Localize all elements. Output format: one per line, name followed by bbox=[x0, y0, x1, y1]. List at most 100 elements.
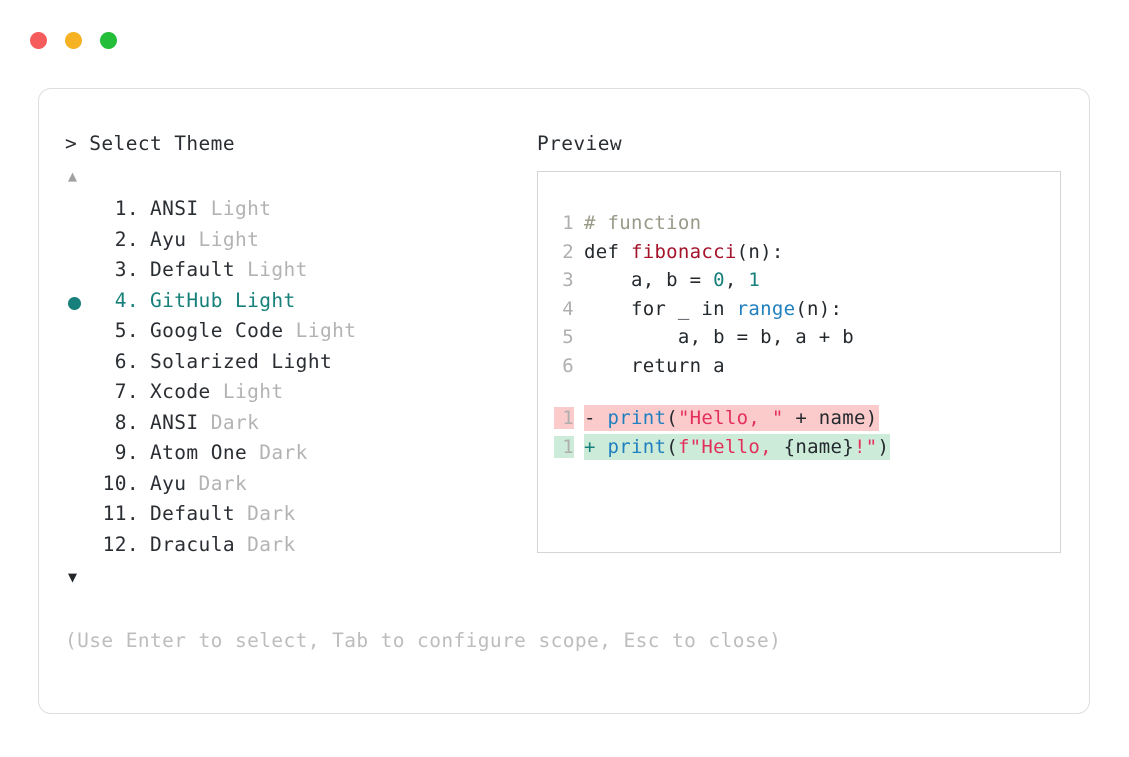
theme-picker-panel: > Select Theme ▲ 1. ANSI Light 2. Ayu Light… bbox=[38, 88, 1090, 714]
theme-item-variant: Light bbox=[210, 380, 284, 403]
theme-item-name: Dracula bbox=[150, 532, 235, 556]
code-token: fibonacci bbox=[630, 240, 737, 263]
code-line: 3 a, b = 0, 1 bbox=[554, 269, 1060, 298]
code-token: + name) bbox=[783, 407, 878, 429]
selection-bullet-cell bbox=[65, 380, 93, 411]
theme-item-variant: Dark bbox=[247, 441, 308, 464]
code-token: print bbox=[607, 407, 667, 429]
scroll-up-icon[interactable]: ▲ bbox=[68, 167, 78, 185]
theme-item-variant: Light bbox=[234, 258, 308, 281]
code-token: !" bbox=[854, 435, 878, 458]
code-line-text: for _ in range(n): bbox=[584, 298, 842, 320]
code-line: 4 for _ in range(n): bbox=[554, 298, 1060, 327]
theme-list-item[interactable]: 5.Google Code Light bbox=[65, 319, 525, 350]
code-line-text: - print("Hello, " + name) bbox=[584, 405, 879, 431]
code-token: ) bbox=[877, 435, 890, 458]
minimize-dot[interactable] bbox=[65, 32, 82, 49]
code-line-text: # function bbox=[584, 212, 701, 234]
selection-bullet-cell bbox=[65, 502, 93, 533]
theme-item-name: Ayu bbox=[150, 227, 187, 251]
code-line bbox=[554, 383, 1060, 405]
code-line: 5 a, b = b, a + b bbox=[554, 326, 1060, 355]
code-token: "Hello, " bbox=[677, 407, 784, 429]
code-line-text: def fibonacci(n): bbox=[584, 241, 784, 263]
code-line: 1 # function bbox=[554, 212, 1060, 241]
code-token: {name} bbox=[783, 435, 855, 458]
code-token: for _ in bbox=[584, 297, 737, 320]
theme-item-variant: Light bbox=[198, 197, 272, 220]
theme-item-variant: Dark bbox=[234, 532, 296, 556]
theme-item-variant: Dark bbox=[234, 502, 296, 525]
theme-item-variant: Dark bbox=[198, 410, 260, 434]
theme-list-column: > Select Theme ▲ 1. ANSI Light 2. Ayu Light… bbox=[65, 133, 525, 586]
code-token: a, b = bbox=[584, 269, 714, 291]
code-line-removed: 1- print("Hello, " + name) bbox=[554, 405, 1060, 434]
selection-bullet-cell bbox=[65, 411, 93, 442]
code-line-number: 6 bbox=[562, 354, 574, 377]
theme-item-index: 7. bbox=[114, 380, 139, 403]
selection-bullet-cell bbox=[65, 197, 93, 228]
code-line-number: 5 bbox=[562, 326, 574, 348]
code-line-text: a, b = b, a + b bbox=[584, 326, 854, 348]
code-token: (n): bbox=[795, 297, 843, 320]
theme-item-variant: Light bbox=[283, 319, 357, 342]
theme-item-variant: Light bbox=[222, 288, 296, 312]
theme-item-index: 2. bbox=[114, 227, 139, 251]
code-line-number: 3 bbox=[562, 269, 574, 291]
code-line-number: 1 bbox=[562, 212, 574, 234]
code-token: 1 bbox=[748, 269, 761, 291]
code-token: ( bbox=[666, 435, 678, 458]
theme-item-index: 10. bbox=[102, 471, 139, 495]
theme-list-item[interactable]: 4.GitHub Light bbox=[65, 289, 525, 320]
theme-list-item[interactable]: 12.Dracula Dark bbox=[65, 533, 525, 564]
theme-item-name: ANSI bbox=[150, 410, 199, 434]
code-line-number: 2 bbox=[562, 240, 574, 263]
code-token: (n): bbox=[736, 240, 784, 263]
code-token: , bbox=[724, 269, 749, 291]
code-line: 2 def fibonacci(n): bbox=[554, 241, 1060, 270]
code-token: + bbox=[584, 435, 608, 458]
theme-list-item[interactable]: 1. ANSI Light bbox=[65, 197, 525, 228]
maximize-dot[interactable] bbox=[100, 32, 117, 49]
scroll-down-icon[interactable]: ▼ bbox=[68, 568, 78, 586]
code-token: print bbox=[607, 435, 667, 458]
code-token: range bbox=[736, 297, 796, 320]
code-token: def bbox=[584, 240, 631, 263]
code-token: ( bbox=[666, 407, 678, 429]
theme-item-name: Xcode bbox=[150, 380, 211, 403]
theme-list-item[interactable]: 11. Default Dark bbox=[65, 502, 525, 533]
theme-list-item[interactable]: 8.ANSI Dark bbox=[65, 411, 525, 442]
theme-item-index: 1. bbox=[114, 197, 139, 220]
theme-item-name: Google Code bbox=[150, 319, 284, 342]
close-dot[interactable] bbox=[30, 32, 47, 49]
code-token: - bbox=[584, 407, 608, 429]
selection-bullet-cell bbox=[65, 289, 93, 320]
theme-list-item[interactable]: 3. Default Light bbox=[65, 258, 525, 289]
theme-item-index: 6. bbox=[114, 349, 139, 373]
code-line-number: 4 bbox=[562, 297, 574, 320]
code-line-text: return a bbox=[584, 355, 725, 377]
preview-heading: Preview bbox=[537, 132, 622, 155]
code-token: return a bbox=[584, 354, 725, 377]
code-line-text: a, b = 0, 1 bbox=[584, 269, 760, 291]
theme-list-item[interactable]: 6.Solarized Light bbox=[65, 350, 525, 381]
theme-item-name: Default bbox=[150, 502, 235, 525]
theme-item-name: ANSI bbox=[150, 197, 199, 220]
code-line-added: 1+ print(f"Hello, {name}!") bbox=[554, 433, 1060, 463]
theme-item-index: 3. bbox=[114, 258, 139, 281]
theme-list-item[interactable]: 9.Atom One Dark bbox=[65, 441, 525, 472]
code-token: f"Hello, bbox=[677, 435, 784, 458]
theme-item-name: Ayu bbox=[150, 471, 187, 495]
theme-prompt-heading: > Select Theme bbox=[65, 132, 235, 155]
theme-item-variant: Light bbox=[186, 227, 260, 251]
code-token: # function bbox=[584, 212, 702, 234]
theme-list-item[interactable]: 2. Ayu Light bbox=[65, 228, 525, 259]
theme-item-name: Atom One bbox=[150, 441, 248, 464]
theme-list-item[interactable]: 7. Xcode Light bbox=[65, 380, 525, 411]
theme-list-item[interactable]: 10.Ayu Dark bbox=[65, 472, 525, 503]
theme-item-index: 11. bbox=[102, 502, 139, 525]
theme-item-name: Default bbox=[150, 258, 235, 281]
code-line-number: 1 bbox=[554, 407, 574, 429]
